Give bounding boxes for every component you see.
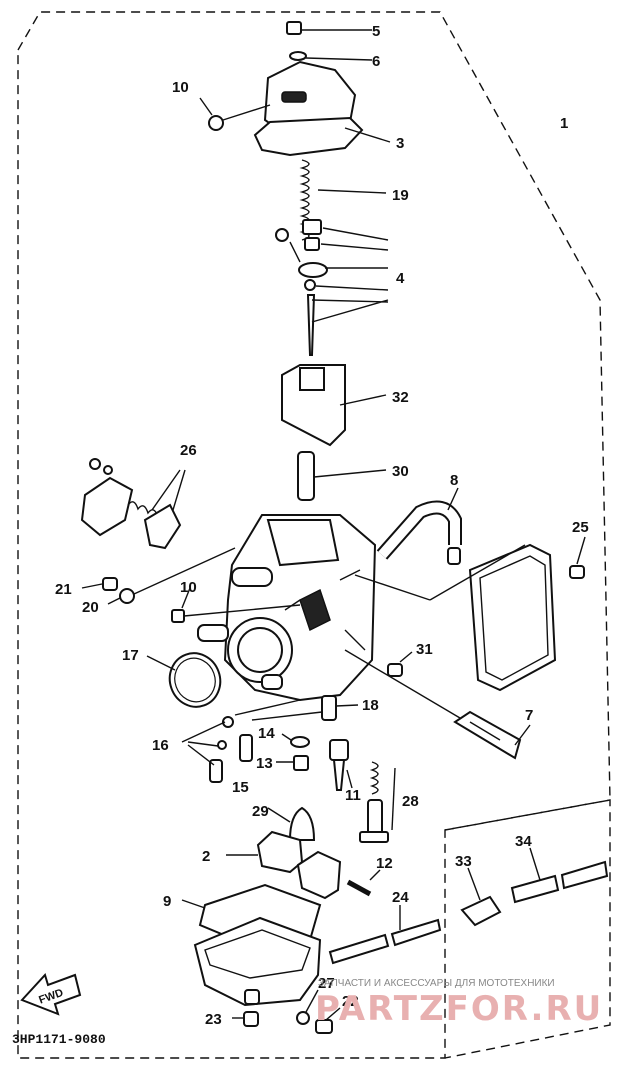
float-2	[226, 830, 342, 900]
callout-20: 20	[82, 599, 99, 616]
callout-16: 16	[152, 737, 169, 754]
callout-30: 30	[392, 463, 409, 480]
float-pin-12	[346, 869, 381, 897]
screw-22	[315, 1007, 341, 1034]
fwd-arrow-icon: FWD	[20, 973, 82, 1016]
callout-1: 1	[560, 115, 568, 132]
jet-18	[321, 695, 359, 721]
callout-11: 11	[345, 787, 361, 804]
needle-jet-30	[297, 451, 387, 501]
joint-33	[460, 867, 502, 927]
screw-5	[286, 21, 372, 35]
callout-10-top: 10	[172, 79, 189, 96]
nut-10-top	[199, 97, 271, 131]
watermark-logo: PARTZFOR.RU	[315, 989, 603, 1029]
jet-needle-set-4	[275, 219, 389, 356]
hose-24	[328, 905, 442, 965]
callout-10-body: 10	[180, 579, 197, 596]
assembly-boundary	[17, 11, 611, 1059]
screw-23	[232, 1011, 259, 1027]
callout-2: 2	[202, 848, 210, 865]
callout-31: 31	[416, 641, 433, 658]
screw-21	[81, 577, 118, 591]
screw-25	[569, 536, 586, 579]
side-cover	[354, 543, 557, 692]
callout-22: 22	[342, 993, 359, 1010]
diagram-code: 3HP1171-9080	[12, 1032, 106, 1047]
callout-33: 33	[455, 853, 472, 870]
callout-3: 3	[396, 135, 404, 152]
callout-5: 5	[372, 23, 380, 40]
callout-12: 12	[376, 855, 393, 872]
callout-28: 28	[402, 793, 419, 810]
callout-34: 34	[515, 833, 532, 850]
callout-9: 9	[163, 893, 171, 910]
main-jet-13	[276, 755, 309, 771]
optional-parts-boundary	[444, 799, 611, 1059]
carburetor-body	[197, 514, 377, 702]
needle-valve-11	[329, 739, 353, 791]
throttle-slide-32	[281, 364, 387, 447]
pilot-jet-15	[239, 711, 323, 762]
gaskets-16	[181, 699, 301, 783]
washer-14	[281, 733, 310, 748]
o-ring-17	[146, 652, 222, 708]
throttle-stop-26	[80, 458, 186, 550]
callout-15: 15	[232, 779, 249, 796]
callout-17: 17	[122, 647, 139, 664]
callout-4: 4	[396, 270, 405, 287]
hose-8	[376, 487, 462, 565]
callout-14: 14	[258, 725, 275, 742]
callout-26: 26	[180, 442, 197, 459]
callout-21: 21	[55, 581, 72, 598]
callout-29: 29	[252, 803, 269, 820]
callout-13: 13	[256, 755, 273, 772]
callout-18: 18	[362, 697, 379, 714]
washer-6	[289, 51, 373, 61]
washer-20	[107, 547, 236, 605]
callout-7: 7	[525, 707, 533, 724]
throttle-screw-7	[344, 649, 531, 760]
callout-23: 23	[205, 1011, 222, 1028]
plug-29	[267, 806, 316, 841]
top-cover-3	[253, 60, 391, 157]
callout-19: 19	[392, 187, 409, 204]
callout-32: 32	[392, 389, 409, 406]
hose-34	[510, 847, 609, 904]
callout-25: 25	[572, 519, 589, 536]
callout-24: 24	[392, 889, 409, 906]
float-bowl	[193, 916, 322, 1007]
drain-plug-27	[296, 989, 319, 1025]
watermark-tagline: ЗАПЧАСТИ И АКСЕССУАРЫ ДЛЯ МОТОТЕХНИКИ	[318, 978, 555, 989]
callout-6: 6	[372, 53, 380, 70]
callout-27: 27	[318, 975, 335, 992]
callout-8: 8	[450, 472, 458, 489]
screw-28	[359, 761, 396, 843]
screw-31	[387, 651, 413, 677]
nut-10-body	[171, 587, 301, 623]
